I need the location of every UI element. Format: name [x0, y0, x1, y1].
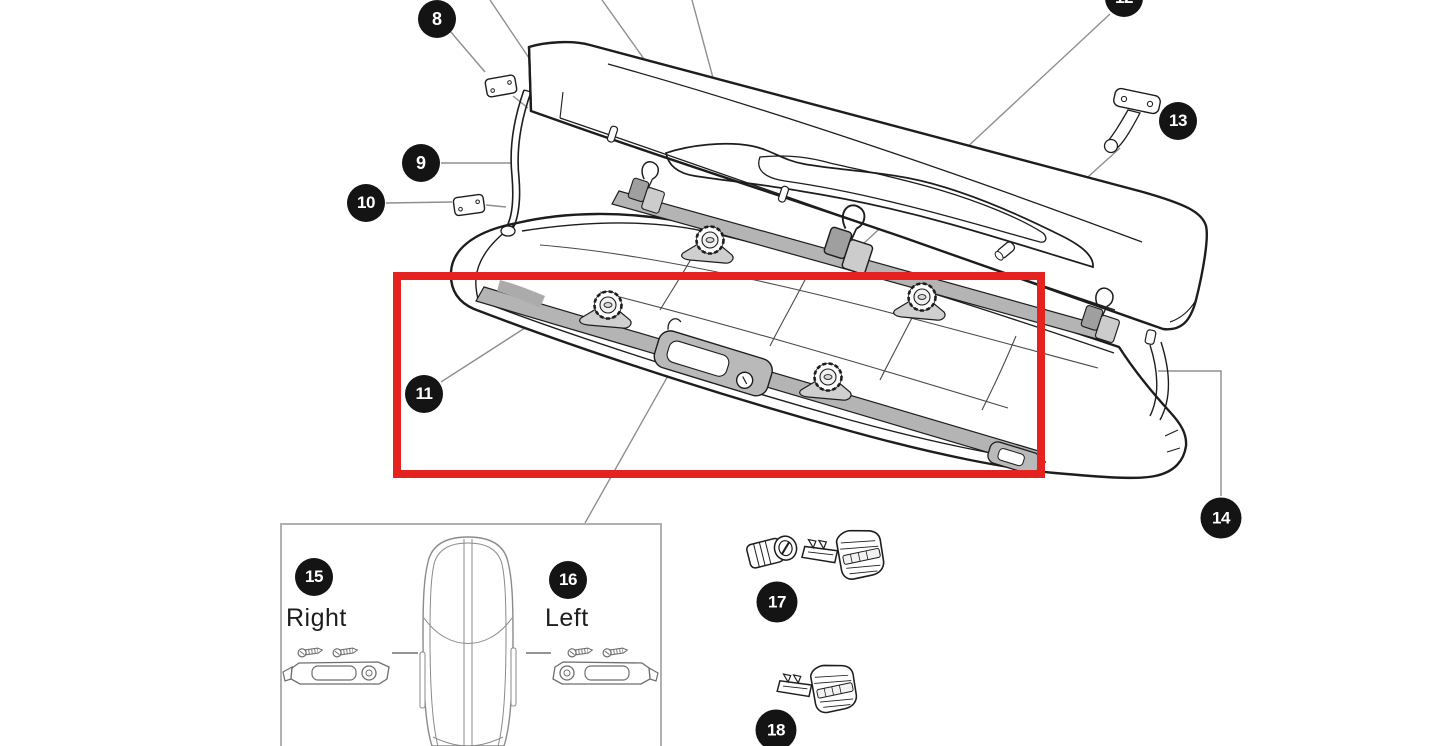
red-highlight-box — [393, 272, 1045, 478]
callout-badge-17: 17 — [756, 581, 798, 623]
callout-badge-10: 10 — [347, 184, 385, 222]
central-lock-housing — [653, 318, 773, 397]
callout-badge-18: 18 — [755, 709, 797, 746]
key-icon-17 — [797, 523, 888, 590]
callout-badge-9: 9 — [402, 144, 440, 182]
corner-strap — [1144, 329, 1170, 421]
callout-badge-15: 15 — [295, 558, 333, 596]
callout-badge-11: 11 — [405, 375, 443, 413]
callout-badge-13: 13 — [1159, 102, 1197, 140]
callout-badge-14: 14 — [1200, 497, 1242, 539]
left-side-label: Left — [545, 604, 589, 632]
left-end-cap-part-16 — [552, 645, 659, 685]
box-top-view-drawing — [419, 536, 517, 746]
callout-badge-8: 8 — [418, 0, 456, 38]
right-side-label: Right — [286, 604, 347, 632]
lock-cylinder-icon — [746, 535, 798, 569]
lid-strap-part-9 — [500, 89, 532, 237]
detail-panel — [280, 523, 662, 746]
lid-peg — [994, 241, 1016, 261]
right-end-cap-part-15 — [282, 645, 390, 685]
box-lid-drawing — [527, 40, 1208, 331]
callout-badge-16: 16 — [549, 561, 587, 599]
lid-bracket-part-13 — [1103, 87, 1161, 154]
mounting-plate-part-8 — [484, 74, 518, 98]
rail-end-cap — [987, 441, 1041, 475]
mounting-plate-part-10 — [452, 193, 486, 217]
callout-badge-12: 12 — [1105, 0, 1143, 17]
